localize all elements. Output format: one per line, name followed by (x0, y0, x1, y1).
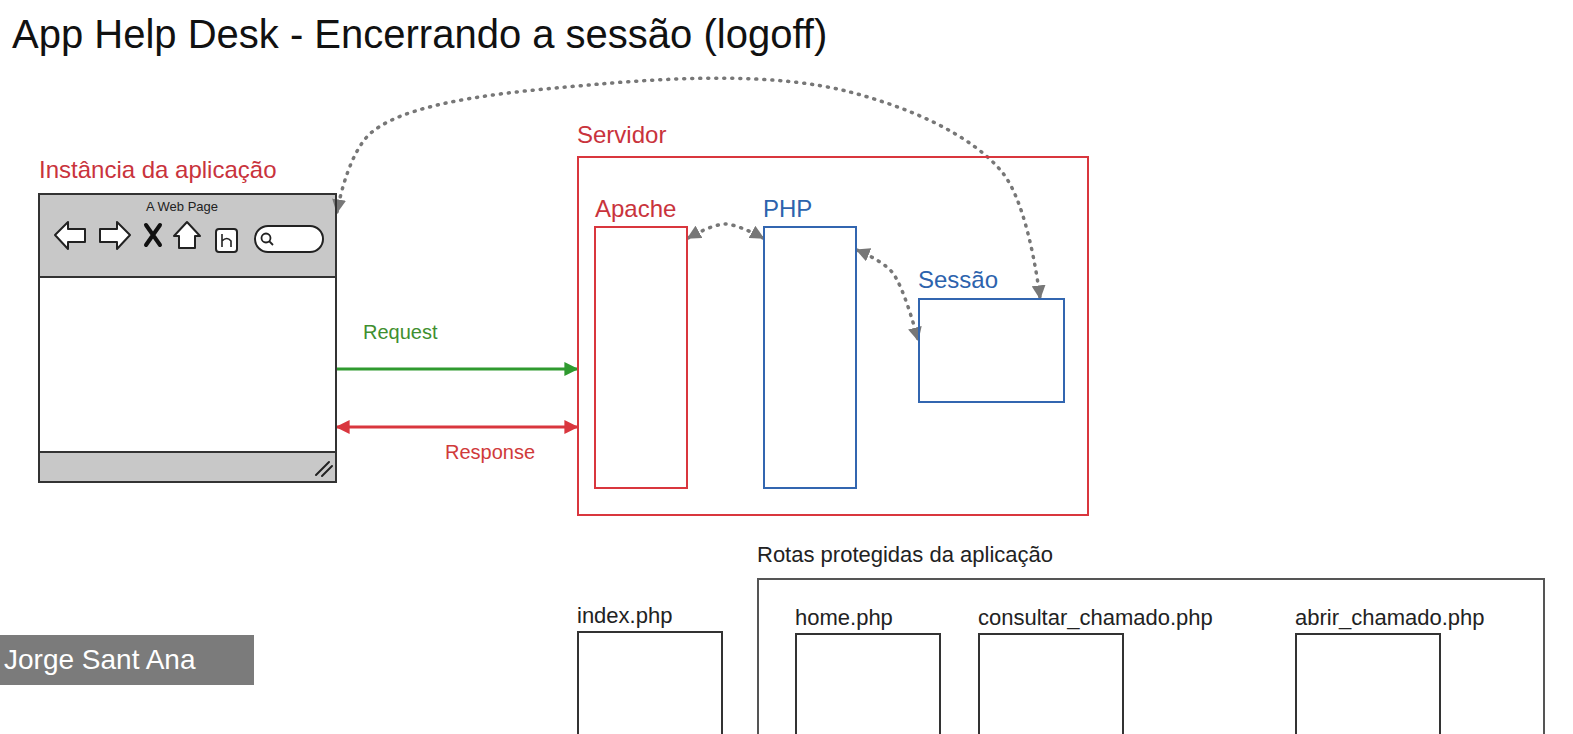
search-icon (262, 234, 271, 243)
box-heading: Apache (595, 195, 676, 224)
box-heading: PHP (763, 195, 812, 224)
toolbar-divider (39, 276, 336, 278)
session-box: Sessão (918, 298, 1065, 403)
box-heading: consultar_chamado.php (978, 605, 1213, 631)
search-icon-handle (269, 241, 273, 245)
apache-box: Apache (594, 226, 688, 489)
page-icon-mark (222, 234, 231, 247)
box-heading: home.php (795, 605, 893, 631)
box-heading: Sessão (918, 266, 998, 295)
page-icon (216, 229, 237, 252)
edge-label: Request (361, 320, 440, 344)
box-heading: Rotas protegidas da aplicação (757, 542, 1053, 568)
route-box: home.php (795, 633, 941, 734)
route-box: index.php (577, 631, 723, 734)
server-box: ServidorApachePHPSessão (577, 156, 1089, 516)
box-heading: Instância da aplicação (39, 156, 277, 185)
search-box (255, 226, 323, 252)
protected-routes-box: Rotas protegidas da aplicaçãohome.phpcon… (757, 578, 1545, 734)
back-icon (55, 222, 85, 249)
box-heading: abrir_chamado.php (1295, 605, 1485, 631)
forward-icon (100, 222, 130, 249)
arrow-connector (337, 368, 577, 371)
dotted-connector (337, 78, 1040, 298)
browser-page-title: A Web Page (146, 199, 218, 214)
resize-grip (316, 462, 332, 476)
php-box: PHP (763, 226, 857, 489)
route-box: consultar_chamado.php (978, 633, 1124, 734)
diagram-title: App Help Desk - Encerrando a sessão (log… (12, 10, 827, 58)
arrow-connector (337, 426, 577, 429)
box-heading: index.php (577, 603, 672, 629)
edge-label: Response (443, 440, 537, 464)
browser-toolbar (39, 194, 336, 277)
dotted-connector (688, 224, 763, 238)
route-box: abrir_chamado.php (1295, 633, 1441, 734)
home-icon (174, 222, 200, 248)
stop-icon (146, 225, 160, 245)
browser-window: Instância da aplicação (38, 193, 337, 483)
watermark: Jorge Sant Ana (0, 635, 254, 685)
dotted-connector (857, 250, 918, 340)
browser-statusbar (39, 452, 336, 482)
statusbar-divider (39, 451, 336, 453)
box-heading: Servidor (577, 121, 666, 150)
